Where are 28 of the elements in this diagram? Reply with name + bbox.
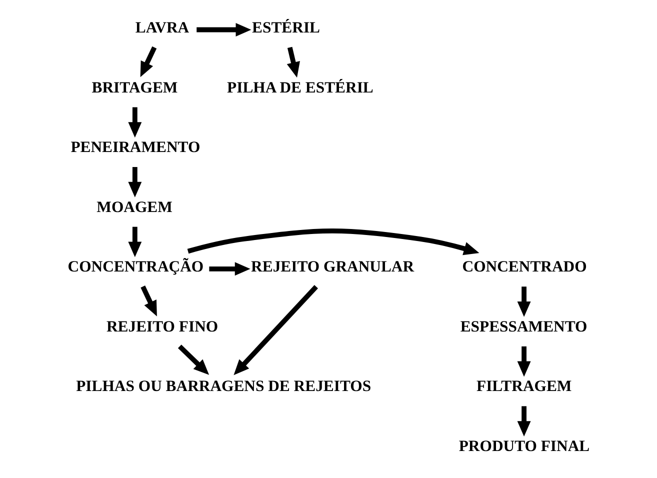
node-text: PILHAS OU BARRAGENS DE REJEITOS	[76, 378, 372, 396]
node-text: REJEITO FINO	[106, 318, 218, 336]
arrow	[209, 262, 250, 276]
arrow	[517, 286, 531, 317]
node-text: FILTRAGEM	[476, 378, 572, 396]
arrow	[517, 406, 531, 437]
node-text: LAVRA	[135, 19, 190, 36]
node-text: PILHA DE ESTÉRIL	[227, 79, 374, 96]
node-text: REJEITO GRANULAR	[251, 258, 414, 276]
node-text: MOAGEM	[96, 198, 172, 216]
node-text: ESPESSAMENTO	[460, 318, 588, 336]
arrow	[140, 46, 157, 78]
node-text: PRODUTO FINAL	[458, 438, 590, 456]
node-text: CONCENTRAÇÃO	[68, 258, 204, 276]
node-text: CONCENTRADO	[462, 258, 587, 276]
arrow	[128, 107, 142, 138]
node-text: PENEIRAMENTO	[70, 139, 200, 156]
arrow	[140, 286, 157, 316]
node-text: ESTÉRIL	[252, 19, 320, 36]
arrow	[187, 228, 480, 256]
node-text: BRITAGEM	[92, 79, 178, 96]
arrow	[234, 285, 318, 376]
arrow	[517, 346, 531, 377]
arrow	[128, 167, 142, 198]
arrow	[286, 46, 300, 78]
arrow	[128, 226, 142, 258]
arrow	[196, 23, 252, 36]
arrow	[178, 344, 210, 375]
